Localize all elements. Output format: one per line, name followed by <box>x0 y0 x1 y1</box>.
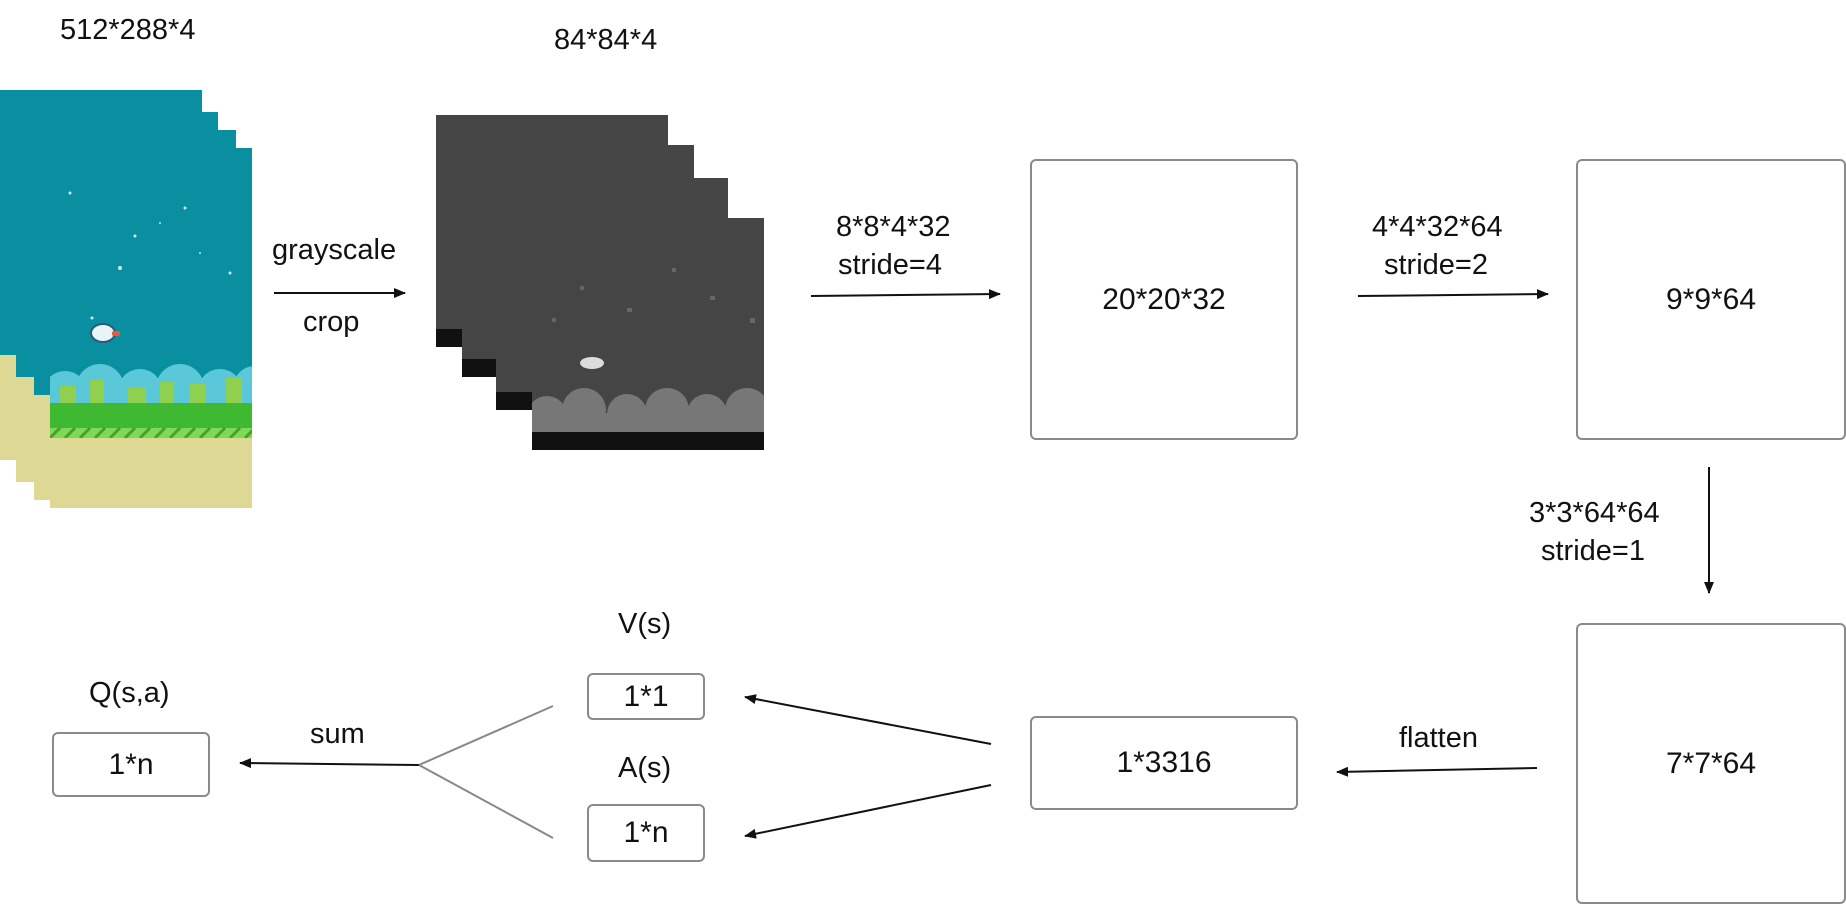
conv1-kernel-label: 8*8*4*32 <box>836 211 951 243</box>
preprocessed-size-label: 84*84*4 <box>554 24 658 56</box>
input-frame-4 <box>50 148 252 508</box>
value-output-box: 1*1 <box>587 673 705 720</box>
flatten-output-box: 1*3316 <box>1030 716 1298 810</box>
conv3-kernel-label: 3*3*64*64 <box>1529 497 1660 529</box>
merge-line-lower <box>418 764 554 839</box>
conv3-output-box: 7*7*64 <box>1576 623 1846 904</box>
conv2-stride-label: stride=2 <box>1384 249 1488 281</box>
grayscale-scene-image <box>532 218 764 450</box>
conv2-kernel-label: 4*4*32*64 <box>1372 211 1503 243</box>
flatten-arrow <box>1336 766 1538 777</box>
conv3-stride-label: stride=1 <box>1541 535 1645 567</box>
conv1-stride-label: stride=4 <box>838 249 942 281</box>
game-scene-image <box>50 148 252 508</box>
conv1-output-box: 20*20*32 <box>1030 159 1298 440</box>
sum-label: sum <box>310 718 365 750</box>
conv2-output-box: 9*9*64 <box>1576 159 1846 440</box>
flatten-label: flatten <box>1399 722 1478 754</box>
advantage-title: A(s) <box>618 752 672 784</box>
advantage-arrow <box>744 784 992 839</box>
merge-line-upper <box>418 705 554 766</box>
q-value-output-box: 1*n <box>52 732 210 797</box>
crop-label: crop <box>303 306 360 338</box>
conv1-arrow <box>810 289 1001 300</box>
grayscale-frame-4 <box>532 218 764 450</box>
sum-arrow <box>239 758 420 769</box>
value-arrow <box>744 694 992 745</box>
q-value-title: Q(s,a) <box>89 677 170 709</box>
grayscale-label: grayscale <box>272 234 397 266</box>
input-size-label: 512*288*4 <box>60 14 196 46</box>
conv2-arrow <box>1357 289 1549 300</box>
advantage-output-box: 1*n <box>587 804 705 862</box>
bird-icon <box>90 323 120 343</box>
value-title: V(s) <box>618 608 672 640</box>
